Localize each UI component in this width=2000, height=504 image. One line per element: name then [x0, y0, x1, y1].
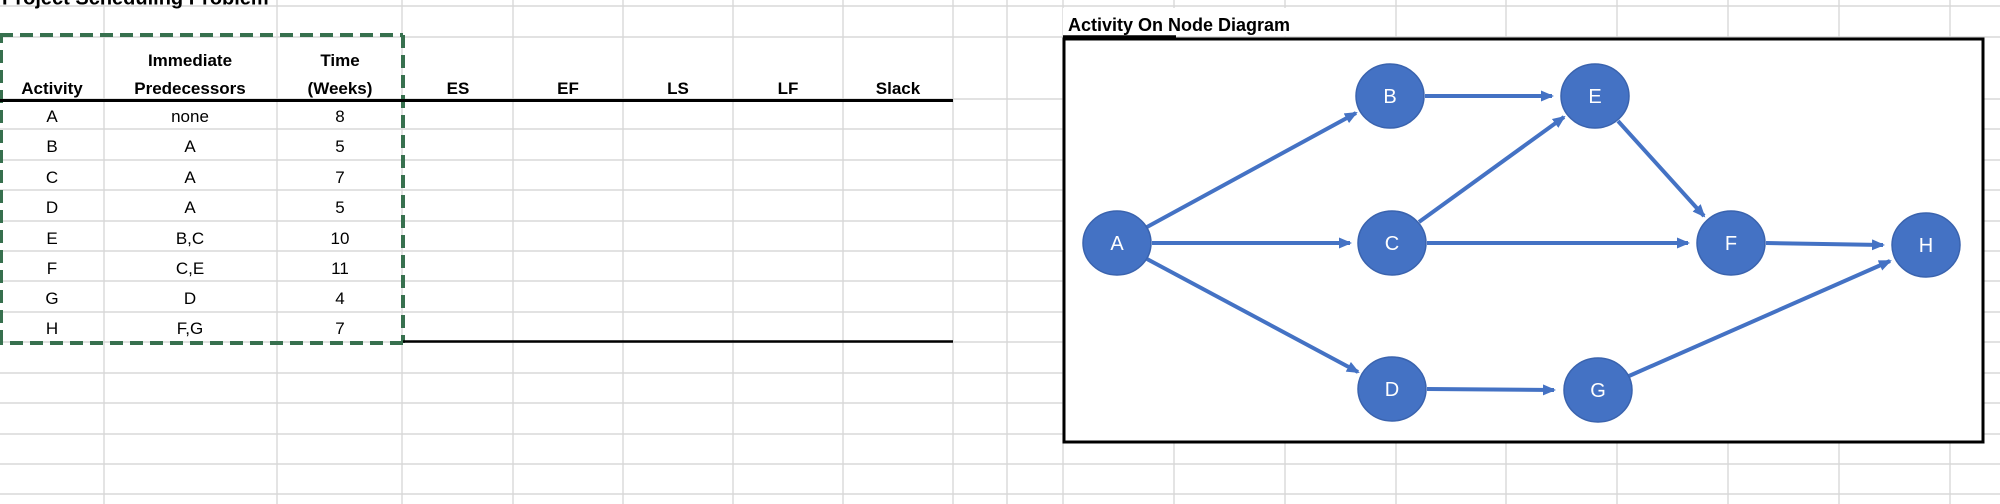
header-ls[interactable]: LS	[667, 79, 689, 98]
table-row[interactable]: G D 4	[45, 289, 344, 308]
node-B[interactable]: B	[1355, 63, 1425, 129]
node-ellipse[interactable]	[1357, 210, 1427, 276]
node-ellipse[interactable]	[1082, 210, 1152, 276]
node-label: E	[1588, 86, 1601, 108]
diagram-box[interactable]	[1062, 37, 1985, 444]
cell-predecessors[interactable]: B,C	[176, 229, 204, 248]
header-lf[interactable]: LF	[778, 79, 799, 98]
node-ellipse[interactable]	[1696, 210, 1766, 276]
node-ellipse[interactable]	[1563, 357, 1633, 423]
node-H[interactable]: H	[1891, 212, 1961, 278]
node-E[interactable]: E	[1560, 63, 1630, 129]
edge-E-F	[1616, 119, 1706, 218]
cell-predecessors[interactable]: A	[184, 137, 196, 156]
table-header-row: Activity Immediate Predecessors Time (We…	[21, 51, 920, 98]
table-row[interactable]: B A 5	[46, 137, 344, 156]
cell-time[interactable]: 10	[331, 229, 350, 248]
cell-time[interactable]: 5	[335, 198, 344, 217]
cell-activity[interactable]: A	[46, 107, 58, 126]
node-ellipse[interactable]	[1560, 63, 1630, 129]
cell-predecessors[interactable]: D	[184, 289, 196, 308]
node-ellipse[interactable]	[1357, 356, 1427, 422]
cell-time[interactable]: 4	[335, 289, 344, 308]
node-G[interactable]: G	[1563, 357, 1633, 423]
edge-A-D	[1146, 257, 1360, 374]
cell-time[interactable]: 7	[335, 168, 344, 187]
table-row[interactable]: F C,E 11	[47, 259, 349, 278]
node-label: B	[1383, 86, 1396, 108]
header-predecessors-line1[interactable]: Immediate	[148, 51, 232, 70]
table-row[interactable]: E B,C 10	[46, 229, 349, 248]
diagram-edges	[1146, 90, 1892, 396]
node-D[interactable]: D	[1357, 356, 1427, 422]
cell-activity[interactable]: D	[46, 198, 58, 217]
cell-predecessors[interactable]: F,G	[177, 319, 203, 338]
cell-time[interactable]: 7	[335, 319, 344, 338]
cell-activity[interactable]: G	[45, 289, 58, 308]
header-time-line1[interactable]: Time	[320, 51, 359, 70]
edge-D-G	[1426, 384, 1556, 396]
edge-A-B	[1146, 111, 1358, 229]
table-rows: A none 8 B A 5 C A 7 D A 5 E B,C 10 F C,…	[45, 107, 349, 338]
node-A[interactable]: A	[1082, 210, 1152, 276]
cell-predecessors[interactable]: none	[171, 107, 209, 126]
header-time-line2[interactable]: (Weeks)	[308, 79, 373, 98]
node-F[interactable]: F	[1696, 210, 1766, 276]
table-row[interactable]: A none 8	[46, 107, 344, 126]
edge-F-H	[1765, 239, 1885, 251]
cell-activity[interactable]: C	[46, 168, 58, 187]
cell-time[interactable]: 5	[335, 137, 344, 156]
node-C[interactable]: C	[1357, 210, 1427, 276]
node-label: A	[1110, 233, 1124, 255]
cell-predecessors[interactable]: A	[184, 198, 196, 217]
cell-activity[interactable]: B	[46, 137, 57, 156]
table-row[interactable]: D A 5	[46, 198, 345, 217]
node-label: H	[1919, 235, 1933, 257]
copied-range-marquee	[0, 33, 405, 345]
diagram-nodes: A B C D E F G H	[1082, 63, 1961, 423]
header-es[interactable]: ES	[447, 79, 470, 98]
header-activity[interactable]: Activity	[21, 79, 83, 98]
cell-predecessors[interactable]: A	[184, 168, 196, 187]
table-row[interactable]: C A 7	[46, 168, 345, 187]
cell-predecessors[interactable]: C,E	[176, 259, 204, 278]
cell-activity[interactable]: H	[46, 319, 58, 338]
diagram-title-cell	[1063, 8, 1390, 36]
node-label: D	[1385, 379, 1399, 401]
header-slack[interactable]: Slack	[876, 79, 921, 98]
header-ef[interactable]: EF	[557, 79, 579, 98]
node-label: G	[1590, 380, 1606, 402]
node-label: C	[1385, 233, 1399, 255]
node-ellipse[interactable]	[1891, 212, 1961, 278]
cell-time[interactable]: 8	[335, 107, 344, 126]
table-row[interactable]: H F,G 7	[46, 319, 345, 338]
diagram-title: Activity On Node Diagram	[1068, 15, 1290, 35]
cell-activity[interactable]: F	[47, 259, 57, 278]
edge-C-E	[1417, 115, 1566, 224]
node-ellipse[interactable]	[1355, 63, 1425, 129]
edge-G-H	[1628, 259, 1892, 378]
node-label: F	[1725, 233, 1737, 255]
header-predecessors-line2[interactable]: Predecessors	[134, 79, 246, 98]
cell-activity[interactable]: E	[46, 229, 57, 248]
cell-time[interactable]: 11	[331, 259, 349, 278]
sheet-title-partial: Project Scheduling Problem	[2, 0, 269, 10]
